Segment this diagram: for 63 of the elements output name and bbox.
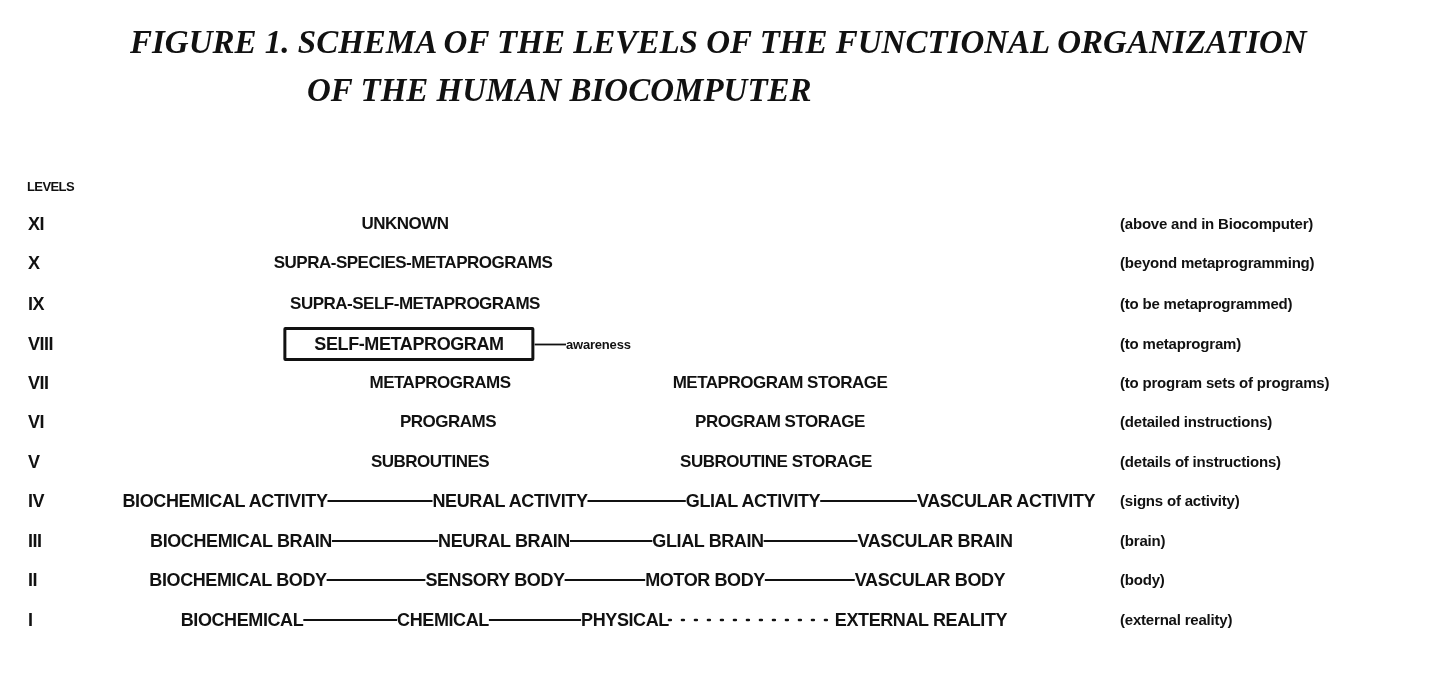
level-description: (body) [1120,570,1165,590]
level-description: (detailed instructions) [1120,412,1273,432]
connector-line [325,579,427,581]
level-label: SUBROUTINES [370,451,490,473]
level-label: PROGRAM STORAGE [695,411,865,433]
level-description: (to metaprogram) [1120,334,1241,354]
level-term: GLIAL ACTIVITY [685,490,821,512]
level-term: BIOCHEMICAL ACTIVITY [122,490,328,512]
level-label: PROGRAMS [399,411,497,433]
level-term: SENSORY BODY [425,569,565,591]
level-numeral: VI [28,411,44,433]
level-numeral: VIII [28,333,53,355]
level-numeral: VII [28,372,49,394]
level-term: VASCULAR ACTIVITY [916,490,1096,512]
level-description: (to program sets of programs) [1120,373,1330,393]
level-description: (external reality) [1120,610,1233,630]
level-description: (details of instructions) [1120,452,1281,472]
level-term: BIOCHEMICAL BODY [149,569,327,591]
level-term: CHEMICAL [397,609,489,631]
connector-line [569,540,654,542]
level-description: (signs of activity) [1120,491,1240,511]
connector-line [533,343,567,346]
level-term: MOTOR BODY [645,569,765,591]
level-label: SUPRA-SELF-METAPROGRAMS [290,293,540,315]
figure-title: FIGURE 1. SCHEMA OF THE LEVELS OF THE FUNCTIONAL ORGANIZATION OF THE HUMAN BIOCOMPUTER [130,23,1309,110]
level-numeral: XI [28,213,44,235]
level-description: (brain) [1120,531,1166,551]
connector-line [488,619,582,621]
level-term: NEURAL BRAIN [438,530,570,552]
level-term: NEURAL ACTIVITY [432,490,588,512]
level-label: METAPROGRAM STORAGE [672,372,888,394]
level-numeral: II [28,569,37,591]
connector-line [819,500,918,502]
level-label: METAPROGRAMS [369,372,511,394]
connector-line [763,579,856,581]
connector-line [331,540,439,542]
level-numeral: V [28,451,40,473]
level-term: BIOCHEMICAL BRAIN [150,530,332,552]
level-description: (beyond metaprogramming) [1120,253,1315,273]
level-term: EXTERNAL REALITY [834,609,1008,631]
level-numeral: IV [28,490,44,512]
level-term: BIOCHEMICAL [180,609,304,631]
connector-line [586,500,687,502]
level-numeral: I [28,609,33,631]
connector-line [762,540,859,542]
level-label: SUPRA-SPECIES-METAPROGRAMS [273,252,553,274]
level-numeral: X [28,252,40,274]
level-label: UNKNOWN [361,213,449,235]
connector-line [326,500,434,502]
level-numeral: IX [28,293,44,315]
connector-line [302,619,398,621]
level-term: GLIAL BRAIN [652,530,764,552]
connector-line [563,579,647,581]
level-term: VASCULAR BRAIN [857,530,1013,552]
level-term: VASCULAR BODY [854,569,1006,591]
level-description: (to be metaprogrammed) [1120,294,1293,314]
level-description: (above and in Biocomputer) [1120,214,1314,234]
level-numeral: III [28,530,42,552]
column-heading: LEVELS [27,178,74,196]
program-box: SELF-METAPROGRAM [283,327,535,361]
level-term: PHYSICAL [581,609,669,631]
level-label: SUBROUTINE STORAGE [680,451,872,473]
annotation-text: awareness [566,336,631,354]
